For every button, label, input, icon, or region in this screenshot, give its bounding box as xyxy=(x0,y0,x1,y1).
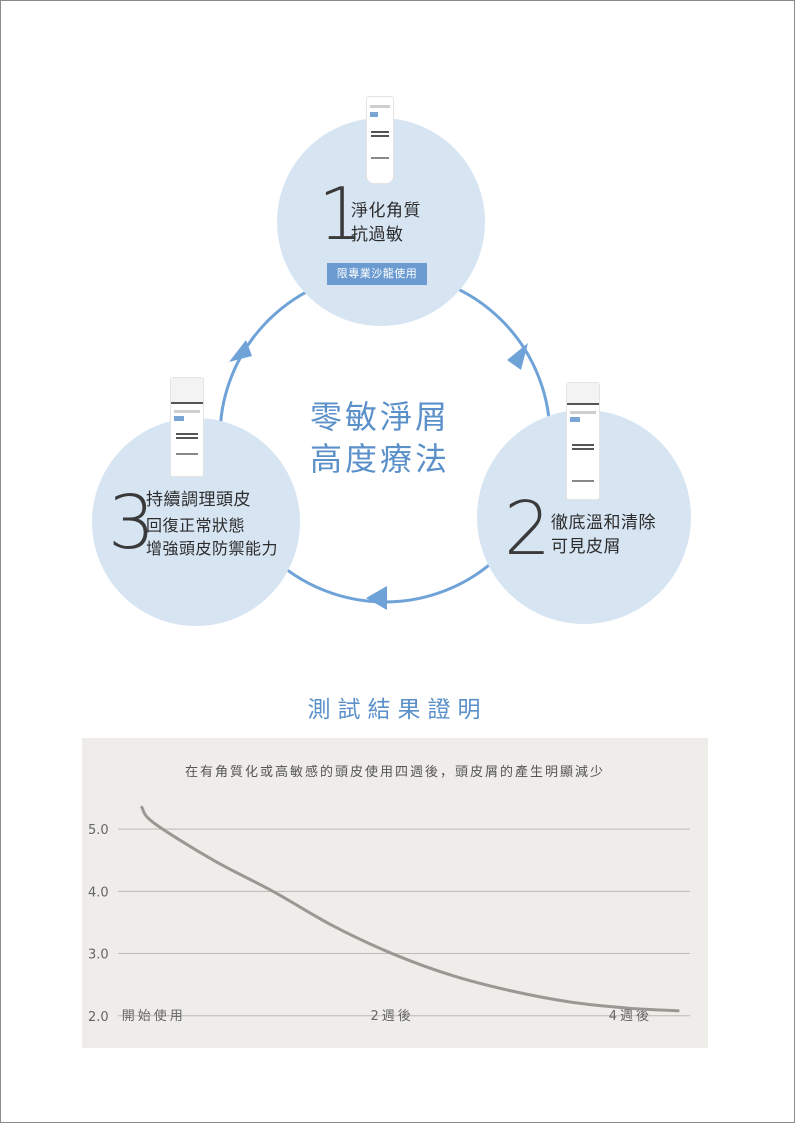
professional-salon-badge: 限專業沙龍使用 xyxy=(327,263,427,285)
product-tube-1-image xyxy=(366,96,394,184)
results-section-title: 測試結果證明 xyxy=(307,697,488,723)
treatment-title-line-2: 高度療法 xyxy=(309,440,450,478)
step-3-number: 3 xyxy=(108,480,156,566)
treatment-title: 零敏淨屑 高度療法 xyxy=(260,396,500,480)
xtick-label-0: 開始使用 xyxy=(122,1008,186,1024)
product-bottle-3-image xyxy=(170,377,204,477)
ytick-label-3: 2.0 xyxy=(88,1010,109,1025)
cycle-arrowhead-left xyxy=(229,340,252,362)
step-3-title: 持續調理頭皮 xyxy=(146,490,251,510)
results-chart-panel: 在有角質化或高敏感的頭皮使用四週後，頭皮屑的產生明顯減少 5.0 4.0 3.0 2.… xyxy=(82,738,708,1048)
ytick-label-2: 3.0 xyxy=(88,948,109,963)
series-line xyxy=(140,805,680,1013)
step-1-title: 淨化角質 xyxy=(351,201,421,221)
chart-caption: 在有角質化或高敏感的頭皮使用四週後，頭皮屑的產生明顯減少 xyxy=(184,765,605,780)
step-2-line-1: 可見皮屑 xyxy=(551,537,621,557)
dandruff-line-chart: 5.0 4.0 3.0 2.0 開始使用 2週後 4週後 xyxy=(88,805,690,1025)
xtick-label-1: 2週後 xyxy=(370,1009,413,1024)
step-1-line-1: 抗過敏 xyxy=(351,225,404,245)
xtick-label-2: 4週後 xyxy=(609,1009,652,1024)
ytick-label-0: 5.0 xyxy=(88,823,109,838)
product-bottle-2-image xyxy=(566,382,600,500)
ytick-label-1: 4.0 xyxy=(88,885,109,900)
step-3-line-2: 增強頭皮防禦能力 xyxy=(146,539,279,558)
step-1-number: 1 xyxy=(318,172,364,256)
step-2-number: 2 xyxy=(504,486,552,572)
step-2-title: 徹底溫和清除 xyxy=(551,513,656,533)
cycle-arrowhead-bottom xyxy=(366,586,387,610)
cycle-arrowhead-right xyxy=(507,343,528,370)
treatment-title-line-1: 零敏淨屑 xyxy=(309,398,450,436)
step-3-line-1: 回復正常狀態 xyxy=(146,516,246,535)
